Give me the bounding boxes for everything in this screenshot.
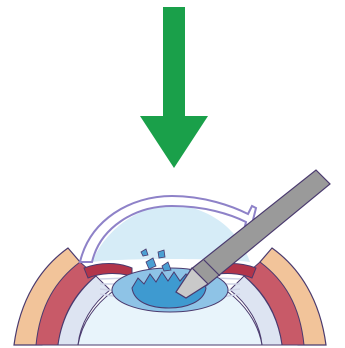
down-arrow-icon <box>140 7 208 168</box>
